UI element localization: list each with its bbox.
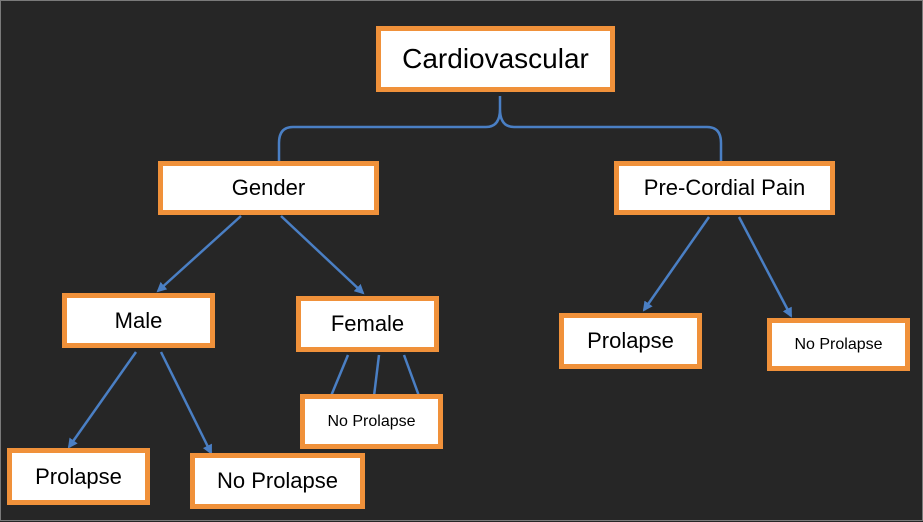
node-pre-cordial-pain[interactable]: Pre-Cordial Pain — [614, 161, 835, 215]
gender-to-female-arrow — [280, 215, 365, 295]
pain-to-prolapse-arrow — [642, 216, 711, 312]
node-pre-cordial-pain-label: Pre-Cordial Pain — [643, 175, 806, 200]
female-to-no-prolapse-line-left — [329, 354, 350, 397]
node-cardiovascular-label: Cardiovascular — [402, 43, 589, 74]
node-female-label: Female — [330, 311, 405, 336]
node-pain-prolapse-label: Prolapse — [587, 328, 674, 353]
node-male[interactable]: Male — [62, 293, 215, 348]
root-brace-connector — [277, 96, 723, 161]
node-male-no-prolapse-label: No Prolapse — [216, 468, 339, 493]
male-to-prolapse-arrow — [67, 351, 138, 449]
node-male-prolapse-label: Prolapse — [35, 463, 122, 489]
node-pain-prolapse[interactable]: Prolapse — [559, 313, 702, 369]
male-to-no-prolapse-arrow — [159, 351, 213, 455]
node-female[interactable]: Female — [296, 296, 439, 352]
node-gender-label: Gender — [231, 175, 306, 200]
node-male-prolapse[interactable]: Prolapse — [7, 448, 150, 505]
node-gender[interactable]: Gender — [158, 161, 379, 215]
node-female-no-prolapse-label: No Prolapse — [327, 412, 416, 430]
node-male-no-prolapse[interactable]: No Prolapse — [190, 453, 365, 509]
female-to-no-prolapse-line-middle — [372, 354, 381, 397]
node-female-no-prolapse[interactable]: No Prolapse — [300, 394, 443, 449]
node-cardiovascular[interactable]: Cardiovascular — [376, 26, 615, 92]
node-pain-no-prolapse-label: No Prolapse — [794, 335, 883, 353]
node-pain-no-prolapse[interactable]: No Prolapse — [767, 318, 910, 371]
pain-to-no-prolapse-arrow — [737, 216, 793, 318]
female-to-no-prolapse-line-right — [402, 354, 421, 397]
gender-to-male-arrow — [156, 215, 242, 293]
node-male-label: Male — [114, 307, 163, 333]
